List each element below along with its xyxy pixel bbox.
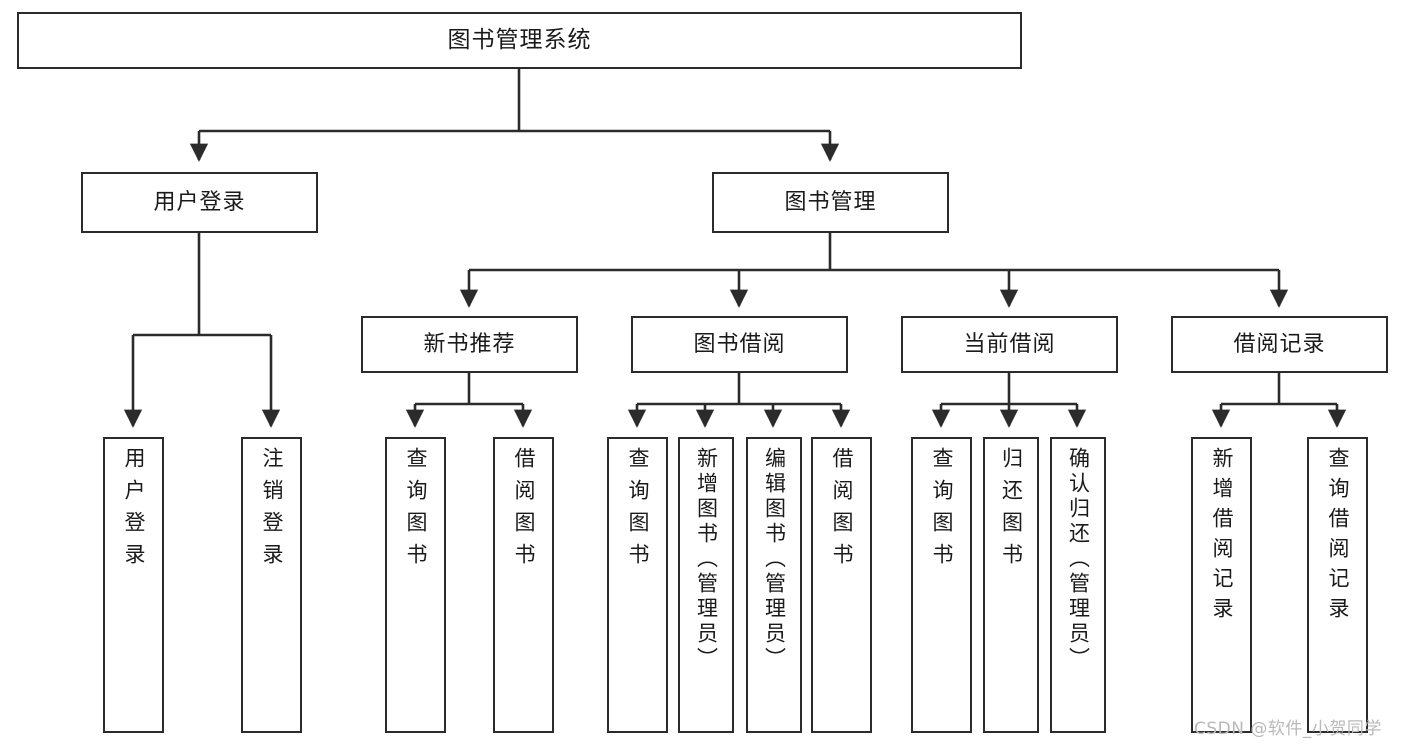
node-book-manage-label: 图书管理 (784, 189, 877, 215)
node-leaf-logout-label: 注销登录 (260, 447, 284, 575)
node-leaf-return-book-label: 归还图书 (999, 447, 1024, 575)
node-user-login-label: 用户登录 (153, 189, 246, 215)
node-leaf-add-record-label: 新增借阅记录 (1210, 447, 1234, 627)
node-leaf-user-login-label: 用户登录 (122, 447, 146, 575)
node-leaf-logout[interactable]: 注销登录 (241, 437, 302, 733)
node-new-book-recommend[interactable]: 新书推荐 (361, 316, 578, 373)
node-leaf-confirm-return[interactable]: 确认归还（管理员） (1050, 437, 1106, 733)
node-leaf-edit-book-label: 编辑图书（管理员） (762, 447, 787, 672)
node-leaf-borrow-book-2-label: 借阅图书 (830, 447, 854, 575)
node-leaf-borrow-book-1-label: 借阅图书 (512, 447, 536, 575)
node-user-login[interactable]: 用户登录 (81, 172, 318, 233)
node-book-borrow[interactable]: 图书借阅 (631, 316, 848, 373)
node-book-borrow-label: 图书借阅 (693, 331, 786, 357)
node-leaf-query-book-3-label: 查询图书 (930, 447, 954, 575)
node-leaf-query-record[interactable]: 查询借阅记录 (1307, 437, 1368, 733)
node-leaf-query-book-2[interactable]: 查询图书 (607, 437, 668, 733)
node-leaf-borrow-book-2[interactable]: 借阅图书 (811, 437, 872, 733)
node-root-label: 图书管理系统 (447, 27, 592, 54)
node-leaf-return-book[interactable]: 归还图书 (983, 437, 1039, 733)
node-leaf-user-login[interactable]: 用户登录 (103, 437, 164, 733)
node-current-borrow[interactable]: 当前借阅 (901, 316, 1118, 373)
node-leaf-confirm-return-label: 确认归还（管理员） (1066, 447, 1091, 672)
node-book-manage[interactable]: 图书管理 (712, 172, 949, 233)
node-leaf-add-book-label: 新增图书（管理员） (694, 447, 719, 672)
node-leaf-add-book[interactable]: 新增图书（管理员） (678, 437, 734, 733)
node-leaf-query-book-3[interactable]: 查询图书 (911, 437, 972, 733)
node-leaf-query-record-label: 查询借阅记录 (1326, 447, 1350, 627)
node-leaf-query-book-1-label: 查询图书 (404, 447, 428, 575)
node-root[interactable]: 图书管理系统 (17, 12, 1022, 69)
node-leaf-borrow-book-1[interactable]: 借阅图书 (493, 437, 554, 733)
node-leaf-query-book-2-label: 查询图书 (626, 447, 650, 575)
node-leaf-edit-book[interactable]: 编辑图书（管理员） (746, 437, 802, 733)
csdn-watermark: CSDN @软件_小贺同学 (1194, 719, 1382, 739)
node-new-book-recommend-label: 新书推荐 (423, 331, 516, 357)
node-borrow-record[interactable]: 借阅记录 (1171, 316, 1388, 373)
node-borrow-record-label: 借阅记录 (1233, 331, 1326, 357)
node-leaf-add-record[interactable]: 新增借阅记录 (1191, 437, 1252, 733)
node-leaf-query-book-1[interactable]: 查询图书 (385, 437, 446, 733)
node-current-borrow-label: 当前借阅 (963, 331, 1056, 357)
